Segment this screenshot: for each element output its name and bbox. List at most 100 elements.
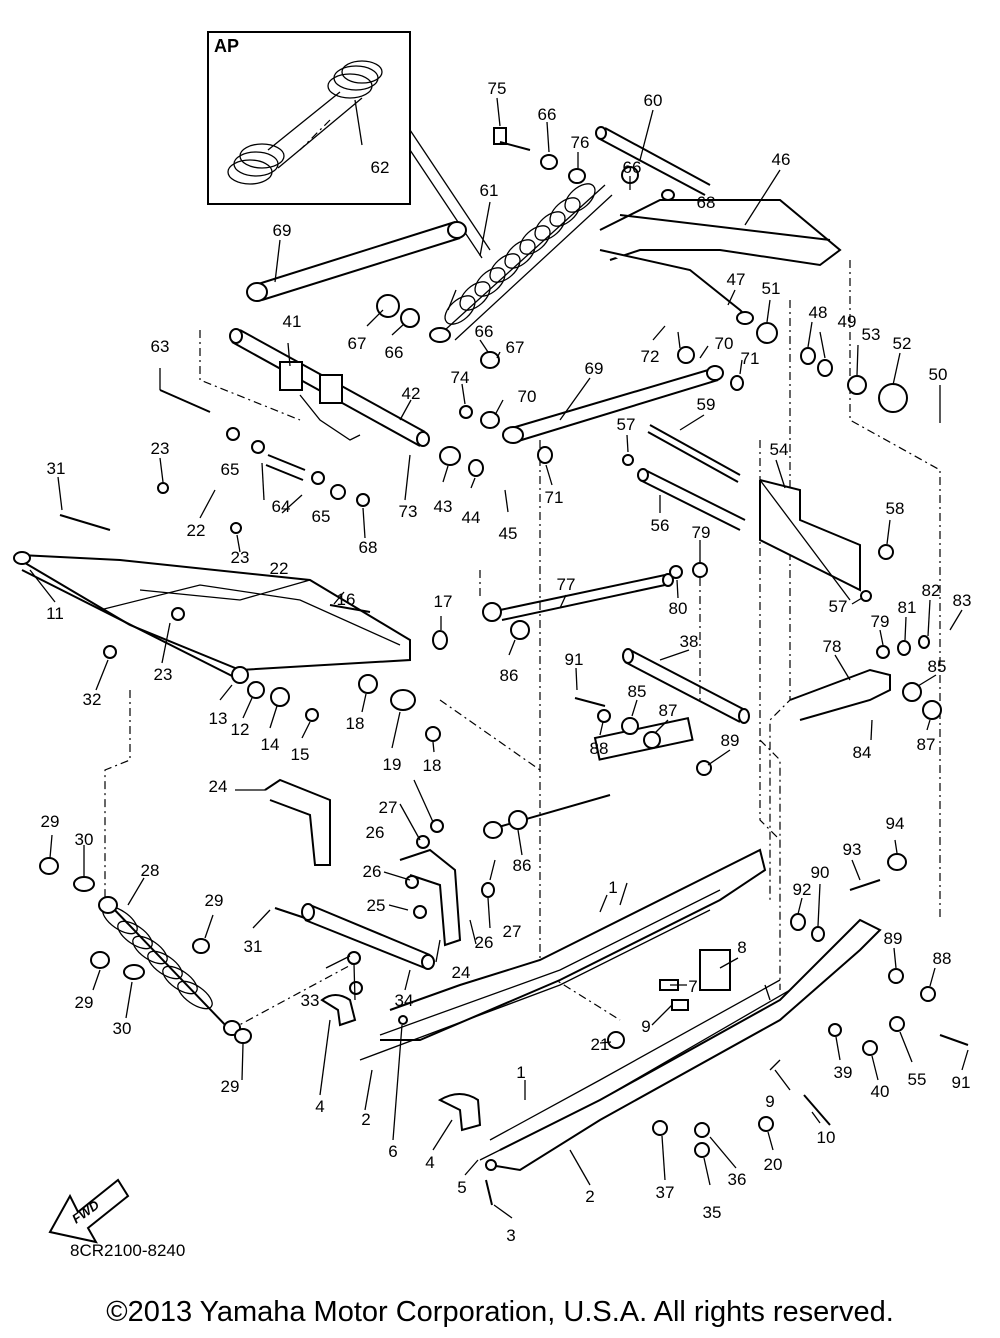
rear-shock-61 (429, 183, 613, 343)
callout-32: 32 (83, 690, 102, 709)
callout-44: 44 (462, 508, 481, 527)
callout-74: 74 (451, 368, 470, 387)
ap-inset: AP (207, 31, 491, 259)
callout-77: 77 (557, 575, 576, 594)
callout-33: 33 (301, 991, 320, 1010)
callout-66a: 66 (538, 105, 557, 124)
callout-21: 21 (591, 1035, 610, 1054)
callout-57a: 57 (617, 415, 636, 434)
callout-63: 63 (151, 337, 170, 356)
callout-43: 43 (434, 497, 453, 516)
slider-4-right (437, 1093, 482, 1132)
callout-69b: 69 (585, 359, 604, 378)
front-shock-28 (98, 896, 241, 1036)
callout-25: 25 (367, 896, 386, 915)
callout-24b: 24 (452, 963, 471, 982)
callout-46: 46 (772, 150, 791, 169)
callout-50: 50 (929, 365, 948, 384)
callout-2a: 2 (361, 1110, 370, 1129)
callout-35: 35 (703, 1203, 722, 1222)
shaft-77 (499, 573, 674, 621)
callout-15: 15 (291, 745, 310, 764)
callout-88a: 88 (590, 739, 609, 758)
callout-53: 53 (862, 325, 881, 344)
callout-66b: 66 (623, 158, 642, 177)
callout-31a: 31 (47, 459, 66, 478)
arm-78 (789, 668, 891, 721)
callout-66d: 66 (475, 322, 494, 341)
callout-40: 40 (871, 1082, 890, 1101)
callout-5: 5 (457, 1178, 466, 1197)
callout-26c: 26 (475, 933, 494, 952)
callout-18a: 18 (346, 714, 365, 733)
callout-65b: 65 (312, 507, 331, 526)
assembly-guides (104, 260, 941, 1031)
callout-86a: 86 (500, 666, 519, 685)
callout-61: 61 (480, 181, 499, 200)
callout-22b: 22 (270, 559, 289, 578)
callout-58: 58 (886, 499, 905, 518)
callout-1a: 1 (608, 878, 617, 897)
callout-3: 3 (506, 1226, 515, 1245)
callout-4b: 4 (425, 1153, 434, 1172)
callout-67b: 67 (506, 338, 525, 357)
slide-rail-upper (359, 848, 767, 1061)
callout-41: 41 (283, 312, 302, 331)
callout-57b: 57 (829, 597, 848, 616)
callout-38: 38 (680, 632, 699, 651)
callout-8: 8 (737, 938, 746, 957)
callout-45: 45 (499, 524, 518, 543)
callout-93: 93 (843, 840, 862, 859)
callout-65a: 65 (221, 460, 240, 479)
slide-rail-lower (479, 918, 882, 1172)
diagram-code: 8CR2100-8240 (70, 1241, 185, 1260)
callout-51: 51 (762, 279, 781, 298)
callout-19: 19 (383, 755, 402, 774)
callout-72: 72 (641, 347, 660, 366)
callout-29a: 29 (41, 812, 60, 831)
callout-17: 17 (434, 592, 453, 611)
callout-27b: 27 (503, 922, 522, 941)
callout-31b: 31 (244, 937, 263, 956)
copyright-notice: ©2013 Yamaha Motor Corporation, U.S.A. A… (106, 1296, 894, 1328)
callout-59: 59 (697, 395, 716, 414)
callout-73: 73 (399, 502, 418, 521)
fwd-arrow-icon: FWD (48, 1178, 130, 1244)
callout-88b: 88 (933, 949, 952, 968)
callout-75: 75 (488, 79, 507, 98)
callout-29d: 29 (221, 1077, 240, 1096)
hardware-bolts (39, 127, 969, 1206)
callout-83: 83 (953, 591, 972, 610)
callout-13: 13 (209, 709, 228, 728)
callout-69a: 69 (273, 221, 292, 240)
rod-69-upper (246, 221, 467, 302)
shaft-56 (637, 468, 746, 531)
shaft-59 (647, 424, 741, 483)
slider-4-left (320, 994, 357, 1027)
callout-81: 81 (898, 598, 917, 617)
callout-91b: 91 (952, 1073, 971, 1092)
callout-26a: 26 (366, 823, 385, 842)
callout-85b: 85 (928, 657, 947, 676)
callout-89b: 89 (884, 929, 903, 948)
callout-14: 14 (261, 735, 280, 754)
callout-28: 28 (141, 861, 160, 880)
rod-69-lower (502, 365, 724, 444)
callout-34: 34 (395, 991, 414, 1010)
callout-79b: 79 (871, 612, 890, 631)
callout-11: 11 (46, 604, 64, 623)
callout-87b: 87 (917, 735, 936, 754)
callout-22a: 22 (187, 521, 206, 540)
callout-16: 16 (337, 590, 356, 609)
callout-2b: 2 (585, 1187, 594, 1206)
callout-91a: 91 (565, 650, 584, 669)
callout-9a: 9 (641, 1017, 650, 1036)
callout-55: 55 (908, 1070, 927, 1089)
callout-1b: 1 (516, 1063, 525, 1082)
callout-70b: 70 (518, 387, 537, 406)
callout-78: 78 (823, 637, 842, 656)
callout-labels: 1 1 2 2 3 4 4 5 6 7 8 9 9 10 11 12 13 14… (41, 79, 972, 1245)
shaft-38 (622, 648, 750, 724)
bracket-24-left (264, 778, 331, 866)
